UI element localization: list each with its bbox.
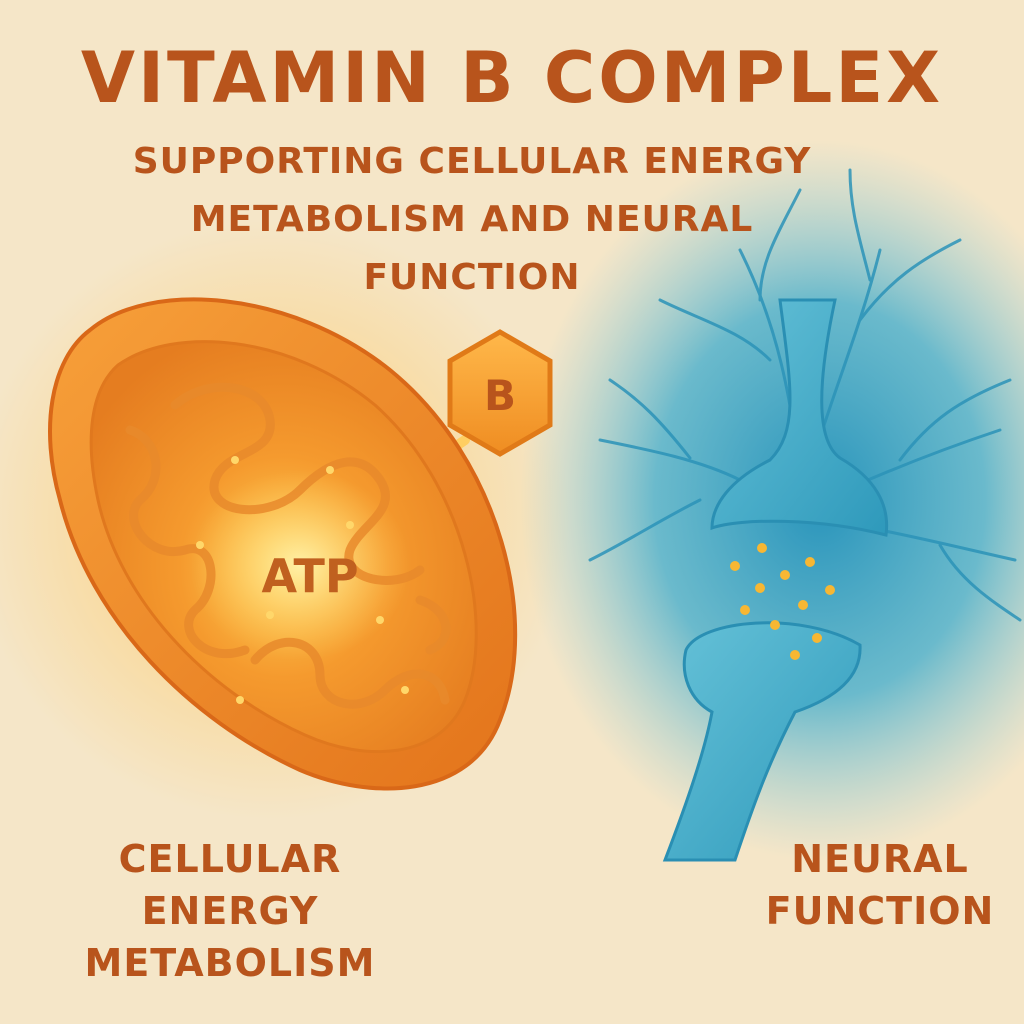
presynaptic-terminal [710,298,889,537]
vitamin-b-label: B [483,371,516,420]
neurotransmitter-vesicles [730,543,835,660]
cellular-energy-label: CELLULAR ENERGY METABOLISM [84,837,376,985]
cristae [125,425,250,659]
mitochondrion-icon [48,297,518,791]
page-subtitle: SUPPORTING CELLULAR ENERGY METABOLISM AN… [132,141,812,298]
cristae [250,637,450,709]
cristae [415,595,451,655]
postsynaptic-terminal [662,621,862,862]
page-title: VITAMIN B COMPLEX [80,37,944,119]
atp-glow [190,470,410,660]
hexagon-badge-icon [447,329,553,457]
matrix-granules [196,456,409,704]
synapse-icon [662,298,889,862]
cristae [170,382,425,585]
dendrite-branches [588,168,1022,622]
atp-label: ATP [261,549,359,603]
neural-function-label: NEURAL FUNCTION [765,837,995,933]
